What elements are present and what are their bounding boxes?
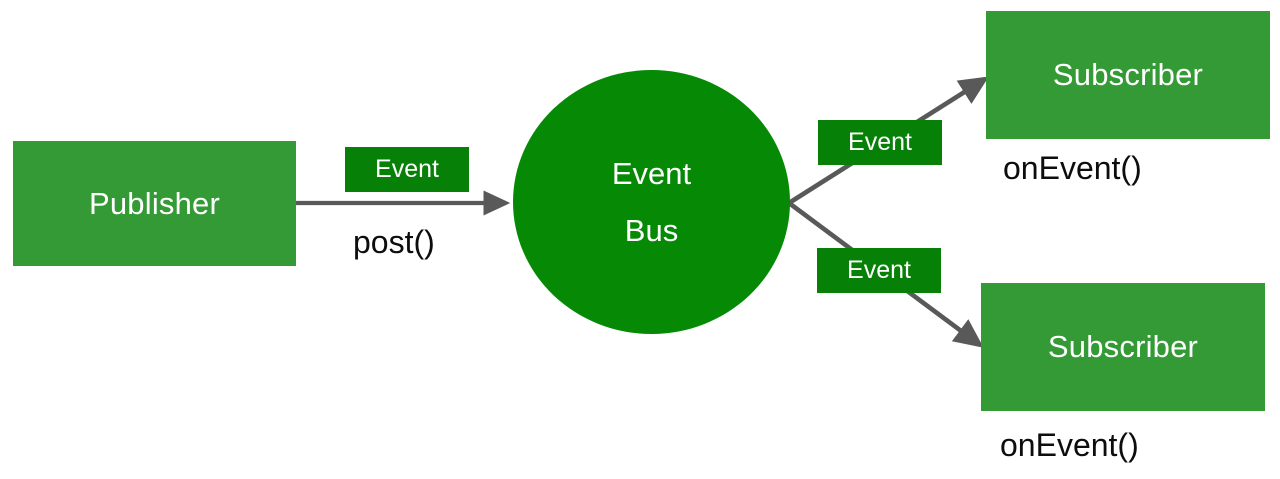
method-label-post: post() — [353, 224, 435, 261]
node-publisher[interactable]: Publisher — [13, 141, 296, 266]
method-label-on-event-bottom-text: onEvent() — [1000, 427, 1139, 463]
method-label-on-event-top: onEvent() — [1003, 150, 1142, 187]
edge-label-bus-to-subscriber-top-text: Event — [848, 128, 912, 156]
method-label-on-event-top-text: onEvent() — [1003, 150, 1142, 186]
edge-label-bus-to-subscriber-top: Event — [818, 120, 942, 165]
node-subscriber-bottom-label: Subscriber — [1047, 329, 1199, 364]
edge-label-bus-to-subscriber-bottom-text: Event — [847, 256, 911, 284]
node-event-bus[interactable]: Event Bus — [513, 70, 790, 334]
edge-label-bus-to-subscriber-bottom: Event — [817, 248, 941, 293]
node-event-bus-label-line2: Bus — [624, 213, 679, 248]
node-subscriber-top-label: Subscriber — [1052, 57, 1204, 92]
node-publisher-label: Publisher — [88, 185, 221, 221]
node-subscriber-top[interactable]: Subscriber — [986, 11, 1270, 139]
edge-label-publisher-to-bus-text: Event — [375, 155, 439, 183]
method-label-post-text: post() — [353, 224, 435, 260]
node-event-bus-label-line1: Event — [611, 155, 692, 191]
edge-label-publisher-to-bus: Event — [345, 147, 469, 192]
node-subscriber-bottom[interactable]: Subscriber — [981, 283, 1265, 411]
method-label-on-event-bottom: onEvent() — [1000, 427, 1139, 464]
